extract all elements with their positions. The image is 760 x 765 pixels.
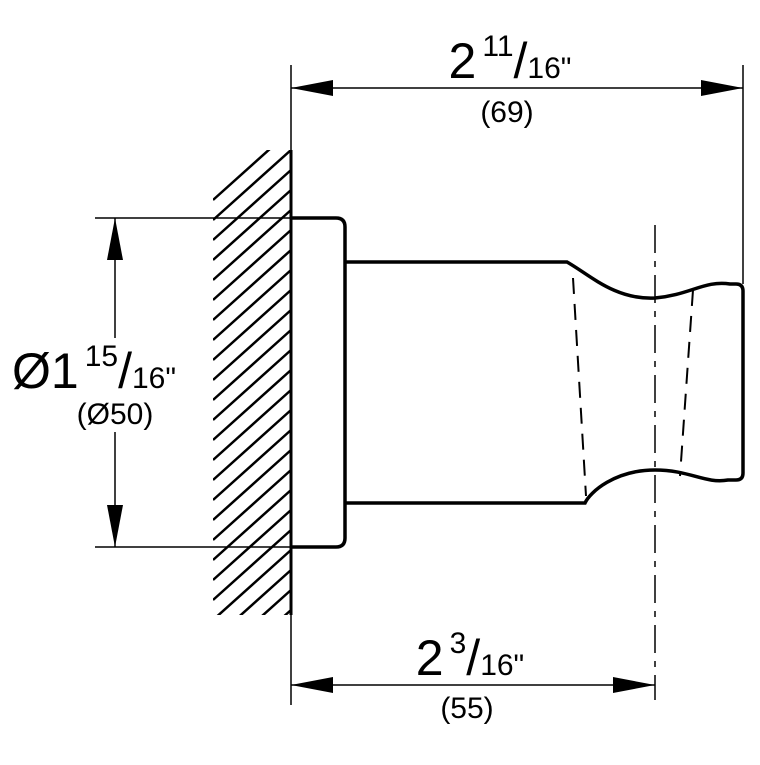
diameter-metric: (Ø50) xyxy=(77,398,154,431)
hatch-line xyxy=(213,289,291,361)
hatch-line xyxy=(213,469,291,541)
hatch-line xyxy=(261,589,291,615)
top-dimension-metric: (69) xyxy=(480,96,533,129)
hatch-line xyxy=(213,189,291,261)
bottom-dimension-metric: (55) xyxy=(440,692,493,725)
hatch-line xyxy=(213,670,291,740)
hatch-line xyxy=(213,449,291,521)
hatch-line xyxy=(213,529,291,601)
wall-hatching xyxy=(213,150,291,760)
bottom-dimension-arrow-left xyxy=(291,677,333,693)
hidden-line-right xyxy=(679,289,694,477)
hatch-line xyxy=(213,209,291,281)
hatch-line xyxy=(213,690,291,760)
hatch-line xyxy=(213,630,291,700)
hatch-line xyxy=(213,169,291,241)
hatch-line xyxy=(216,549,291,615)
top-dimension-numerator: 11 xyxy=(482,30,513,63)
hatch-line xyxy=(213,349,291,421)
hatch-line xyxy=(213,150,291,221)
hatch-line xyxy=(213,369,291,441)
hatch-line xyxy=(213,509,291,581)
holder-body-outline xyxy=(345,260,745,505)
top-dimension-arrow-right xyxy=(701,80,743,96)
hatch-line xyxy=(213,429,291,501)
bottom-dimension-numerator: 3 xyxy=(450,627,467,660)
diameter-dimension-arrow-top xyxy=(107,218,123,260)
bottom-dimension-arrow-right xyxy=(613,677,655,693)
hatch-line xyxy=(213,409,291,481)
diameter-whole: Ø1 xyxy=(12,343,79,399)
hatch-line xyxy=(213,489,291,561)
hatch-line xyxy=(213,150,271,201)
hatch-line xyxy=(213,389,291,461)
diameter-dimension-arrow-bottom xyxy=(107,505,123,547)
hidden-line-left xyxy=(572,277,587,497)
top-dimension-arrow-left xyxy=(291,80,333,96)
top-dimension-whole: 2 xyxy=(449,33,477,89)
hatch-line xyxy=(213,249,291,321)
hatch-line xyxy=(213,309,291,381)
bottom-dimension-whole: 2 xyxy=(416,630,444,686)
diameter-numerator: 15 xyxy=(85,340,118,373)
hatch-line xyxy=(213,269,291,341)
hatch-line xyxy=(238,569,291,615)
hatch-line xyxy=(283,609,291,615)
bottom-dimension-denominator: 16" xyxy=(480,649,524,682)
diameter-denominator: 16" xyxy=(132,362,176,395)
hatch-line xyxy=(213,650,291,720)
top-dimension-denominator: 16" xyxy=(527,52,571,85)
hatch-line xyxy=(213,229,291,301)
mounting-flange-outline xyxy=(291,216,347,549)
hatch-line xyxy=(213,329,291,401)
